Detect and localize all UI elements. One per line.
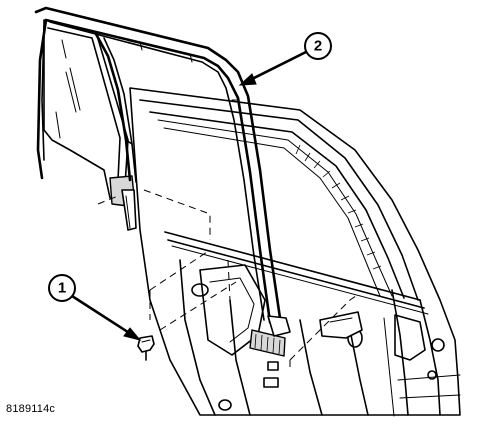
callout-1-circle bbox=[48, 274, 76, 302]
leader-arrowhead-icon bbox=[123, 327, 142, 341]
door-inner-panel bbox=[129, 87, 461, 417]
push-pin-retainer-icon bbox=[137, 335, 155, 361]
door-glass bbox=[43, 19, 137, 231]
callout-2-label: 2 bbox=[314, 38, 322, 55]
figure-code: 8189114c bbox=[6, 403, 56, 415]
callout-1-label: 1 bbox=[58, 280, 66, 297]
leader-arrowhead-icon bbox=[238, 73, 257, 86]
leader-arrow-icon bbox=[248, 50, 308, 82]
callout-2: 2 bbox=[238, 32, 332, 86]
leader-arrow-icon bbox=[70, 294, 136, 338]
callout-1: 1 bbox=[48, 274, 142, 341]
alignment-dashed-lines bbox=[97, 189, 357, 372]
glass-run-channel bbox=[34, 6, 291, 337]
regulator-hatch bbox=[254, 333, 281, 355]
seal-hatching bbox=[295, 144, 382, 270]
callout-2-circle bbox=[304, 32, 332, 60]
